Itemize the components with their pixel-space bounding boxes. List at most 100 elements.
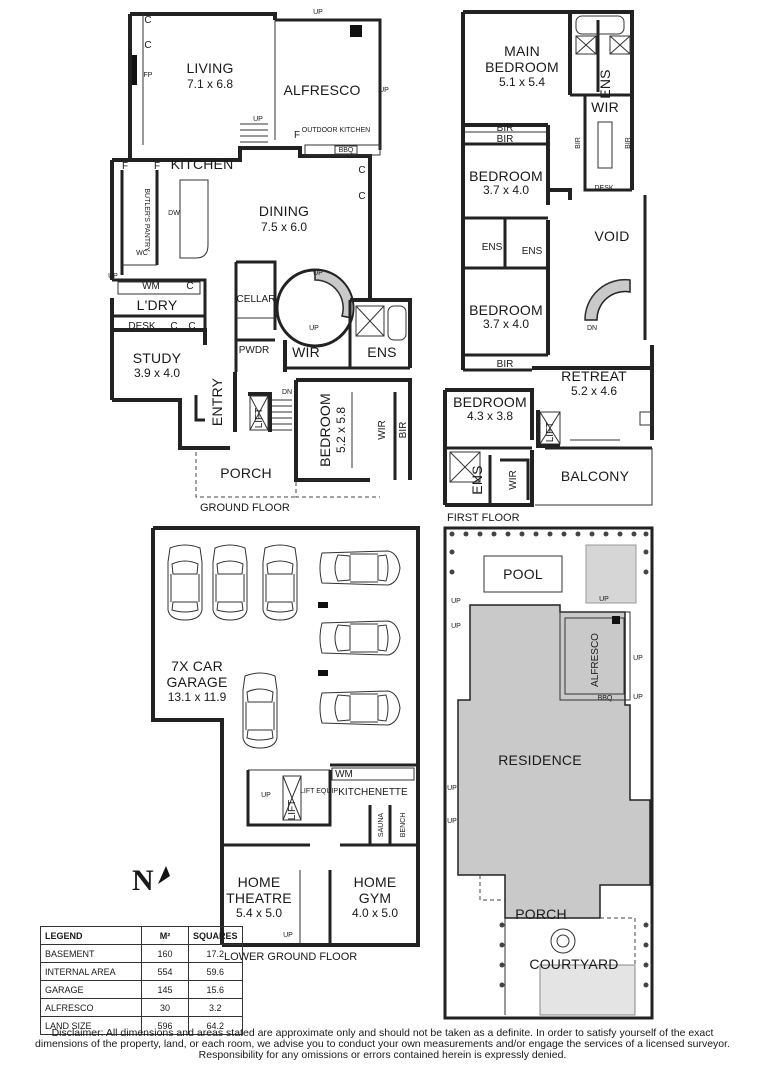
svg-text:UP: UP bbox=[313, 270, 323, 277]
svg-text:LIFT EQUIP: LIFT EQUIP bbox=[300, 788, 338, 795]
theatre-label-1: HOME bbox=[238, 874, 281, 890]
legend-row: INTERNAL AREA 554 59.6 bbox=[40, 962, 243, 981]
residence-label: RESIDENCE bbox=[498, 752, 581, 768]
garage-label-1: 7X CAR bbox=[171, 658, 223, 674]
gym-label-1: HOME bbox=[354, 874, 397, 890]
svg-text:ENS: ENS bbox=[522, 246, 543, 257]
entry-label: ENTRY bbox=[209, 377, 225, 426]
svg-text:BBQ: BBQ bbox=[598, 695, 613, 702]
desk-label: DESK bbox=[128, 321, 156, 332]
svg-text:UP: UP bbox=[261, 792, 271, 799]
svg-text:WC: WC bbox=[136, 250, 148, 257]
lower-ground-floor-plan bbox=[151, 526, 420, 947]
living-label: LIVING bbox=[186, 60, 233, 76]
svg-text:UP: UP bbox=[379, 87, 389, 94]
site-porch-label: PORCH bbox=[515, 906, 567, 922]
legend-row: LAND SIZE 596 64.2 bbox=[40, 1016, 243, 1035]
cellar-label: CELLAR bbox=[237, 294, 276, 305]
svg-text:BIR: BIR bbox=[497, 123, 514, 134]
bedroom2-dim: 3.7 x 4.0 bbox=[483, 317, 529, 331]
svg-text:BENCH: BENCH bbox=[400, 813, 407, 838]
svg-text:LIFT: LIFT bbox=[287, 800, 298, 821]
bbq-label: BBQ bbox=[339, 147, 354, 154]
legend-header-m2: M² bbox=[141, 926, 189, 945]
svg-text:DN: DN bbox=[282, 389, 292, 396]
svg-text:UP: UP bbox=[447, 818, 457, 825]
site-plan bbox=[443, 526, 654, 1020]
study-label: STUDY bbox=[133, 350, 182, 366]
svg-text:UP: UP bbox=[313, 9, 323, 16]
svg-text:C: C bbox=[358, 191, 365, 202]
legend-row: BASEMENT 160 17.2 bbox=[40, 944, 243, 963]
pool-label: POOL bbox=[503, 566, 543, 582]
svg-text:UP: UP bbox=[451, 623, 461, 630]
main-bedroom-dim: 5.1 x 5.4 bbox=[499, 75, 545, 89]
svg-text:ENS: ENS bbox=[482, 242, 503, 253]
lift-label: LIFT bbox=[254, 408, 265, 429]
main-wir-label: WIR bbox=[591, 99, 619, 115]
theatre-label-2: THEATRE bbox=[226, 890, 292, 906]
pwdr-label: PWDR bbox=[239, 345, 270, 356]
alfresco-label: ALFRESCO bbox=[283, 82, 360, 98]
retreat-dim: 5.2 x 4.6 bbox=[571, 384, 617, 398]
svg-text:C: C bbox=[144, 15, 151, 26]
garage-label-2: GARAGE bbox=[166, 674, 227, 690]
wm-label: WM bbox=[142, 281, 160, 292]
main-bedroom-label-1: MAIN bbox=[504, 43, 540, 59]
svg-text:WM: WM bbox=[335, 769, 353, 780]
disclaimer-text: Disclaimer: All dimensions and areas sta… bbox=[35, 1027, 730, 1061]
outdoor-kitchen-label: OUTDOOR KITCHEN bbox=[302, 127, 370, 134]
svg-text:LIFT: LIFT bbox=[545, 422, 556, 443]
legend-header-squares: SQUARES bbox=[188, 926, 243, 945]
laundry-label: L'DRY bbox=[137, 297, 178, 313]
desk-label-ff: DESK bbox=[594, 185, 613, 192]
gym-label-2: GYM bbox=[359, 890, 392, 906]
bedroom-dim: 5.2 x 5.8 bbox=[334, 407, 348, 453]
svg-text:F: F bbox=[122, 161, 128, 172]
ground-floor-plan bbox=[110, 12, 412, 498]
fireplace-mark bbox=[132, 55, 137, 85]
dining-label: DINING bbox=[259, 203, 309, 219]
north-label: N bbox=[132, 864, 154, 897]
garage-dim: 13.1 x 11.9 bbox=[168, 690, 227, 704]
wir-label-2: WIR bbox=[377, 420, 388, 439]
main-bedroom-label-2: BEDROOM bbox=[485, 59, 559, 75]
svg-text:UP: UP bbox=[599, 596, 609, 603]
legend-row: ALFRESCO 30 3.2 bbox=[40, 998, 243, 1017]
svg-text:BIR: BIR bbox=[497, 359, 514, 370]
balcony-label: BALCONY bbox=[561, 468, 630, 484]
svg-text:C: C bbox=[170, 321, 177, 332]
svg-text:DN: DN bbox=[587, 325, 597, 332]
svg-text:F: F bbox=[294, 130, 300, 141]
living-dim: 7.1 x 6.8 bbox=[187, 77, 233, 91]
svg-text:UP: UP bbox=[633, 694, 643, 701]
wir-label: WIR bbox=[292, 344, 320, 360]
courtyard-label: COURTYARD bbox=[529, 956, 618, 972]
ground-floor-title: GROUND FLOOR bbox=[200, 502, 290, 514]
first-floor-title: FIRST FLOOR bbox=[447, 512, 520, 524]
site-hedge bbox=[449, 531, 649, 988]
site-alfresco-label: ALFRESCO bbox=[590, 633, 601, 687]
main-ens-label: ENS bbox=[597, 69, 613, 98]
gym-dim: 4.0 x 5.0 bbox=[352, 906, 398, 920]
bedroom-label: BEDROOM bbox=[317, 393, 333, 467]
butlers-pantry-label: BUTLER'S PANTRY bbox=[143, 188, 150, 252]
svg-text:ENS: ENS bbox=[469, 465, 485, 494]
svg-text:UP: UP bbox=[447, 785, 457, 792]
svg-text:F: F bbox=[154, 161, 160, 172]
svg-text:UP: UP bbox=[108, 273, 118, 280]
bir-label: BIR bbox=[398, 422, 409, 439]
svg-text:WIR: WIR bbox=[508, 470, 519, 489]
legend-row: GARAGE 145 15.6 bbox=[40, 980, 243, 999]
legend-header-row: LEGEND M² SQUARES bbox=[40, 926, 243, 945]
north-arrow-icon bbox=[158, 866, 170, 884]
svg-text:UP: UP bbox=[633, 655, 643, 662]
svg-text:C: C bbox=[358, 165, 365, 176]
bedroom3-dim: 4.3 x 3.8 bbox=[467, 409, 513, 423]
kitchenette-label: KITCHENETTE bbox=[338, 787, 408, 798]
svg-text:UP: UP bbox=[253, 116, 263, 123]
first-floor-plan bbox=[443, 10, 654, 507]
porch-label: PORCH bbox=[220, 465, 272, 481]
retreat-label: RETREAT bbox=[561, 368, 627, 384]
